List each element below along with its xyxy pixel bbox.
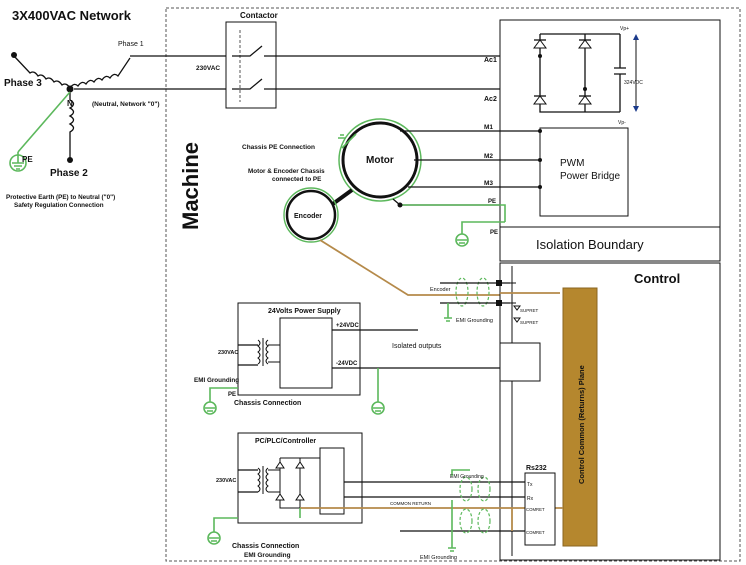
plc-input-label: 230VAC (216, 478, 236, 484)
supret-label-2: SUPRET (520, 320, 539, 325)
plc-transformer (238, 466, 280, 494)
isolation-label: Isolation Boundary (536, 237, 644, 252)
network-title: 3X400VAC Network (12, 8, 132, 23)
emi-grounding-comm-label: EMI Grounding (450, 474, 484, 480)
ps-input-label: 230VAC (218, 350, 238, 356)
common-return-label: COMMON RETURN (390, 501, 431, 506)
comret-label-1: COMRET (526, 507, 545, 512)
m1-label: M1 (484, 124, 493, 131)
chassis-pe-label: Chassis PE Connection (242, 144, 315, 151)
chassis-connection-label: Chassis Connection (234, 400, 301, 407)
pe-ground-motor (455, 233, 469, 247)
supret-label-1: SUPRET (520, 308, 539, 313)
pe-ps-label: PE (228, 392, 236, 398)
isolation-boundary (499, 226, 721, 262)
phase2-label: Phase 2 (50, 168, 88, 179)
encoder-circle (285, 189, 337, 241)
neutral-node (66, 85, 74, 93)
emi-grounding-label: EMI Grounding (456, 318, 493, 324)
machine-enclosure (165, 7, 741, 562)
m3-label: M3 (484, 180, 493, 187)
phase3-label: Phase 3 (4, 78, 42, 89)
ps-minus-label: -24VDC (336, 361, 358, 367)
star-network (11, 52, 131, 163)
ps-output-lines (360, 329, 500, 369)
comret-label-2: COMRET (526, 530, 545, 535)
plc-chassis-ground (207, 531, 221, 545)
pe-note-line2: Safety Regulation Connection (14, 202, 104, 209)
ps-title: 24Volts Power Supply (268, 308, 341, 315)
isolated-outputs-label: Isolated outputs (392, 343, 442, 350)
dc-voltage-label: 324VDC (624, 80, 643, 86)
plane-label: Control Common (Returns) Plane (577, 365, 586, 484)
control-label: Control (634, 271, 680, 286)
phase1-label: Phase 1 (118, 41, 144, 48)
m2-label: M2 (484, 153, 493, 160)
emi-grounding-2-label: EMI Grounding (244, 552, 291, 559)
isolated-output-terminal (499, 342, 541, 382)
pe-ground-symbol (9, 152, 27, 172)
plc-title: PC/PLC/Controller (255, 438, 316, 445)
neutral-label: N (67, 99, 73, 108)
encoder-ferrite (440, 277, 560, 318)
pe-ground-label: PE (490, 230, 498, 236)
encoder-cable-label: Encoder (430, 287, 451, 293)
encoder-label: Encoder (294, 213, 322, 220)
emi-grounding-left-label: EMI Grounding (194, 377, 239, 384)
ps-plus-label: +24VDC (336, 323, 360, 329)
pe-note-line1: Protective Earth (PE) to Neutral ("0") (6, 194, 115, 201)
motor-encoder-note-1: Motor & Encoder Chassis (248, 168, 325, 175)
rx-label: Rx (527, 496, 534, 502)
ps-transformer (257, 338, 280, 366)
vp-plus-label: Vp+ (620, 26, 629, 32)
motor-pe-wire (392, 198, 500, 206)
rs232-label: Rs232 (526, 465, 547, 472)
motor-encoder-note-2: connected to PE (272, 176, 321, 183)
phase3-terminal (11, 52, 17, 58)
control-plane (562, 287, 598, 547)
plc-rectifier (275, 457, 320, 509)
pwm-box (539, 127, 629, 217)
motor-label: Motor (366, 155, 394, 166)
phase2-terminal (67, 157, 73, 163)
pwm-label-1: PWM (560, 158, 584, 169)
pe-label: PE (22, 155, 33, 164)
ps-output-ground (371, 401, 385, 415)
rs232-lines (344, 481, 525, 498)
rectifier-bridge (533, 33, 639, 113)
emi-grounding-3-label: EMI Grounding (420, 555, 457, 561)
pe-motor-label: PE (488, 199, 496, 205)
ac1-label: Ac1 (484, 57, 497, 64)
neutral-desc: (Neutral, Network "0") (92, 101, 160, 108)
chassis-connection-2-label: Chassis Connection (232, 543, 299, 550)
comm-ferrite (459, 476, 491, 534)
contactor-label: Contactor (240, 11, 278, 20)
pwm-label-2: Power Bridge (560, 171, 620, 182)
ac2-label: Ac2 (484, 96, 497, 103)
vp-minus-label: Vp- (618, 120, 626, 126)
contactor-voltage: 230VAC (196, 65, 220, 72)
contactor-box (225, 21, 277, 109)
rs232-box (524, 472, 556, 546)
ps-chassis-ground (203, 401, 217, 415)
machine-label: Machine (178, 142, 203, 230)
tx-label: Tx (527, 482, 533, 488)
